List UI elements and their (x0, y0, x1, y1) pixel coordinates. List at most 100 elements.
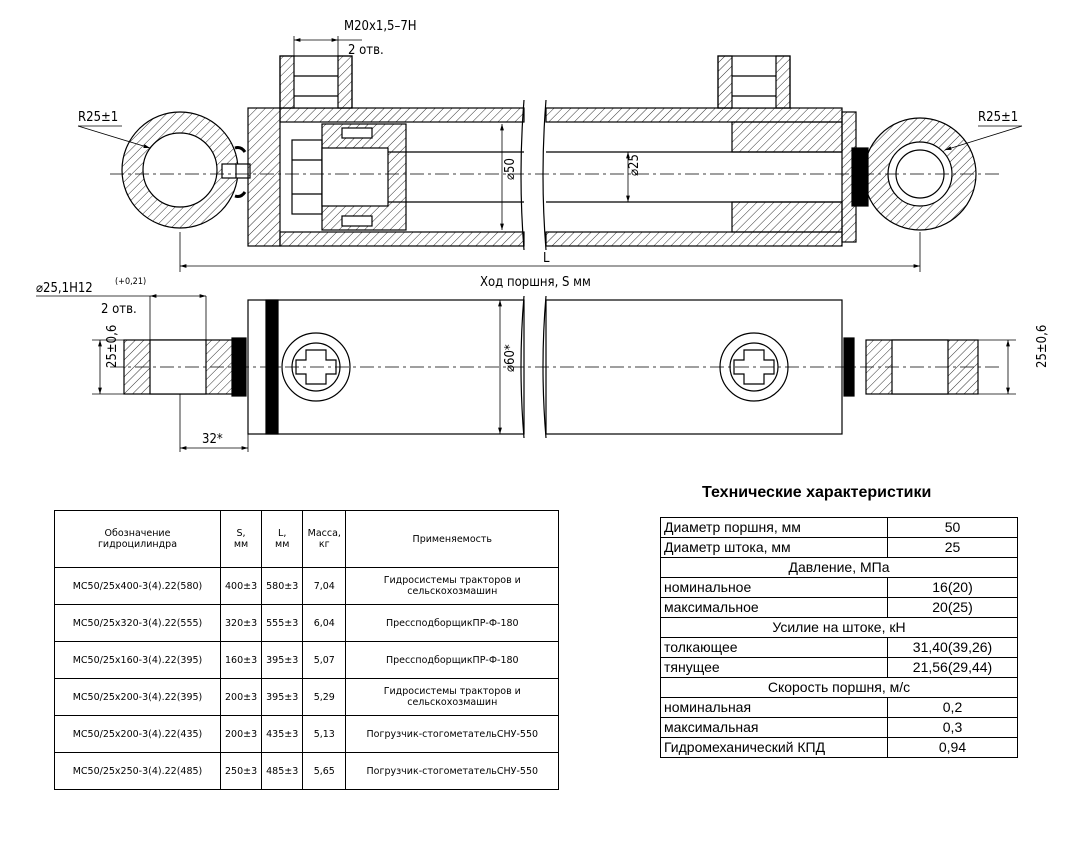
cell-designation: МС50/25х200-3(4).22(395) (54, 678, 221, 716)
cell-stroke: 200±3 (219, 715, 263, 753)
cell-stroke: 160±3 (219, 641, 263, 679)
cell-application: Погрузчик-стогометательСНУ-550 (345, 715, 560, 753)
specs-section-row: Давление, МПа (660, 557, 1018, 578)
specs-value: 20(25) (887, 597, 1018, 618)
rod-guide (731, 121, 843, 153)
cell-mass: 7,04 (302, 567, 347, 605)
specs-value: 0,3 (887, 717, 1018, 738)
specs-section-label: Давление, МПа (660, 557, 1018, 578)
bore-label: ⌀25,1H12 (36, 281, 93, 296)
specs-value: 16(20) (887, 577, 1018, 598)
length-label: L (543, 251, 550, 266)
cell-application: Погрузчик-стогометательСНУ-550 (345, 752, 560, 790)
left-end-cap (247, 107, 281, 247)
cell-stroke: 320±3 (219, 604, 263, 642)
tube-wall-bottom-right (545, 231, 843, 247)
cell-mass: 5,13 (302, 715, 347, 753)
specs-section-label: Усилие на штоке, кН (660, 617, 1018, 638)
cell-length: 485±3 (261, 752, 304, 790)
header-stroke: S,мм (219, 510, 263, 568)
eye-width-left: 25±0,6 (105, 325, 120, 368)
cell-length: 395±3 (261, 678, 304, 716)
specs-key: максимальная (660, 717, 888, 738)
cell-designation: МС50/25х250-3(4).22(485) (54, 752, 221, 790)
thread-label: M20x1,5–7H (344, 19, 417, 34)
cell-designation: МС50/25х320-3(4).22(555) (54, 604, 221, 642)
cell-mass: 5,65 (302, 752, 347, 790)
left-port (279, 55, 353, 109)
radius-right: R25±1 (978, 110, 1018, 125)
cell-stroke: 200±3 (219, 678, 263, 716)
offset-label: 32* (202, 432, 223, 447)
dia-rod: ⌀25 (627, 154, 642, 176)
header-application: Применяемость (345, 510, 560, 568)
specs-value: 31,40(39,26) (887, 637, 1018, 658)
stroke-label: Ход поршня, S мм (480, 275, 591, 290)
specs-key: толкающее (660, 637, 888, 658)
piston-nut (291, 139, 323, 215)
bore-tol: (+0,21) (115, 277, 146, 287)
cell-stroke: 250±3 (219, 752, 263, 790)
specs-title: Технические характеристики (702, 484, 932, 501)
header-mass: Масса,кг (302, 510, 347, 568)
specs-key: максимальное (660, 597, 888, 618)
cell-mass: 5,07 (302, 641, 347, 679)
cell-length: 435±3 (261, 715, 304, 753)
rod (388, 151, 842, 203)
specs-key: номинальное (660, 577, 888, 598)
tube-wall-top-left (279, 107, 525, 123)
specs-key: Диаметр поршня, мм (660, 517, 888, 538)
cell-designation: МС50/25х160-3(4).22(395) (54, 641, 221, 679)
header-length: L,мм (261, 510, 304, 568)
cell-application: ПресcподборщикПР-Ф-180 (345, 641, 560, 679)
radius-left: R25±1 (78, 110, 118, 125)
specs-section-row: Скорость поршня, м/с (660, 677, 1018, 698)
cell-application: ПресcподборщикПР-Ф-180 (345, 604, 560, 642)
right-port (717, 55, 791, 109)
specs-key: номинальная (660, 697, 888, 718)
cell-designation: МС50/25х400-3(4).22(580) (54, 567, 221, 605)
specs-value: 0,94 (887, 737, 1018, 758)
specs-value: 0,2 (887, 697, 1018, 718)
specs-value: 50 (887, 517, 1018, 538)
cell-mass: 6,04 (302, 604, 347, 642)
specs-value: 25 (887, 537, 1018, 558)
left-eye (121, 111, 251, 229)
specs-section-row: Усилие на штоке, кН (660, 617, 1018, 638)
dia-body: ⌀60* (503, 344, 518, 372)
cell-mass: 5,29 (302, 678, 347, 716)
dia-piston: ⌀50 (503, 158, 518, 180)
specs-key: Диаметр штока, мм (660, 537, 888, 558)
cell-length: 580±3 (261, 567, 304, 605)
cell-designation: МС50/25х200-3(4).22(435) (54, 715, 221, 753)
top-view (77, 36, 1023, 272)
bottom-view-labels: ⌀25,1H12 (+0,21) 2 отв. 25±0,6 25±0,6 ⌀6… (36, 277, 1050, 447)
eye-width-right: 25±0,6 (1035, 325, 1050, 368)
bottom-view (36, 294, 1016, 452)
specs-key: Гидромеханический КПД (660, 737, 888, 758)
specs-section-label: Скорость поршня, м/с (660, 677, 1018, 698)
cell-length: 555±3 (261, 604, 304, 642)
cylinder-drawing: M20x1,5–7H 2 отв. R25±1 R25±1 ⌀50 ⌀25 L … (36, 19, 1050, 452)
bore-qty: 2 отв. (101, 302, 137, 317)
cell-stroke: 400±3 (219, 567, 263, 605)
cell-length: 395±3 (261, 641, 304, 679)
